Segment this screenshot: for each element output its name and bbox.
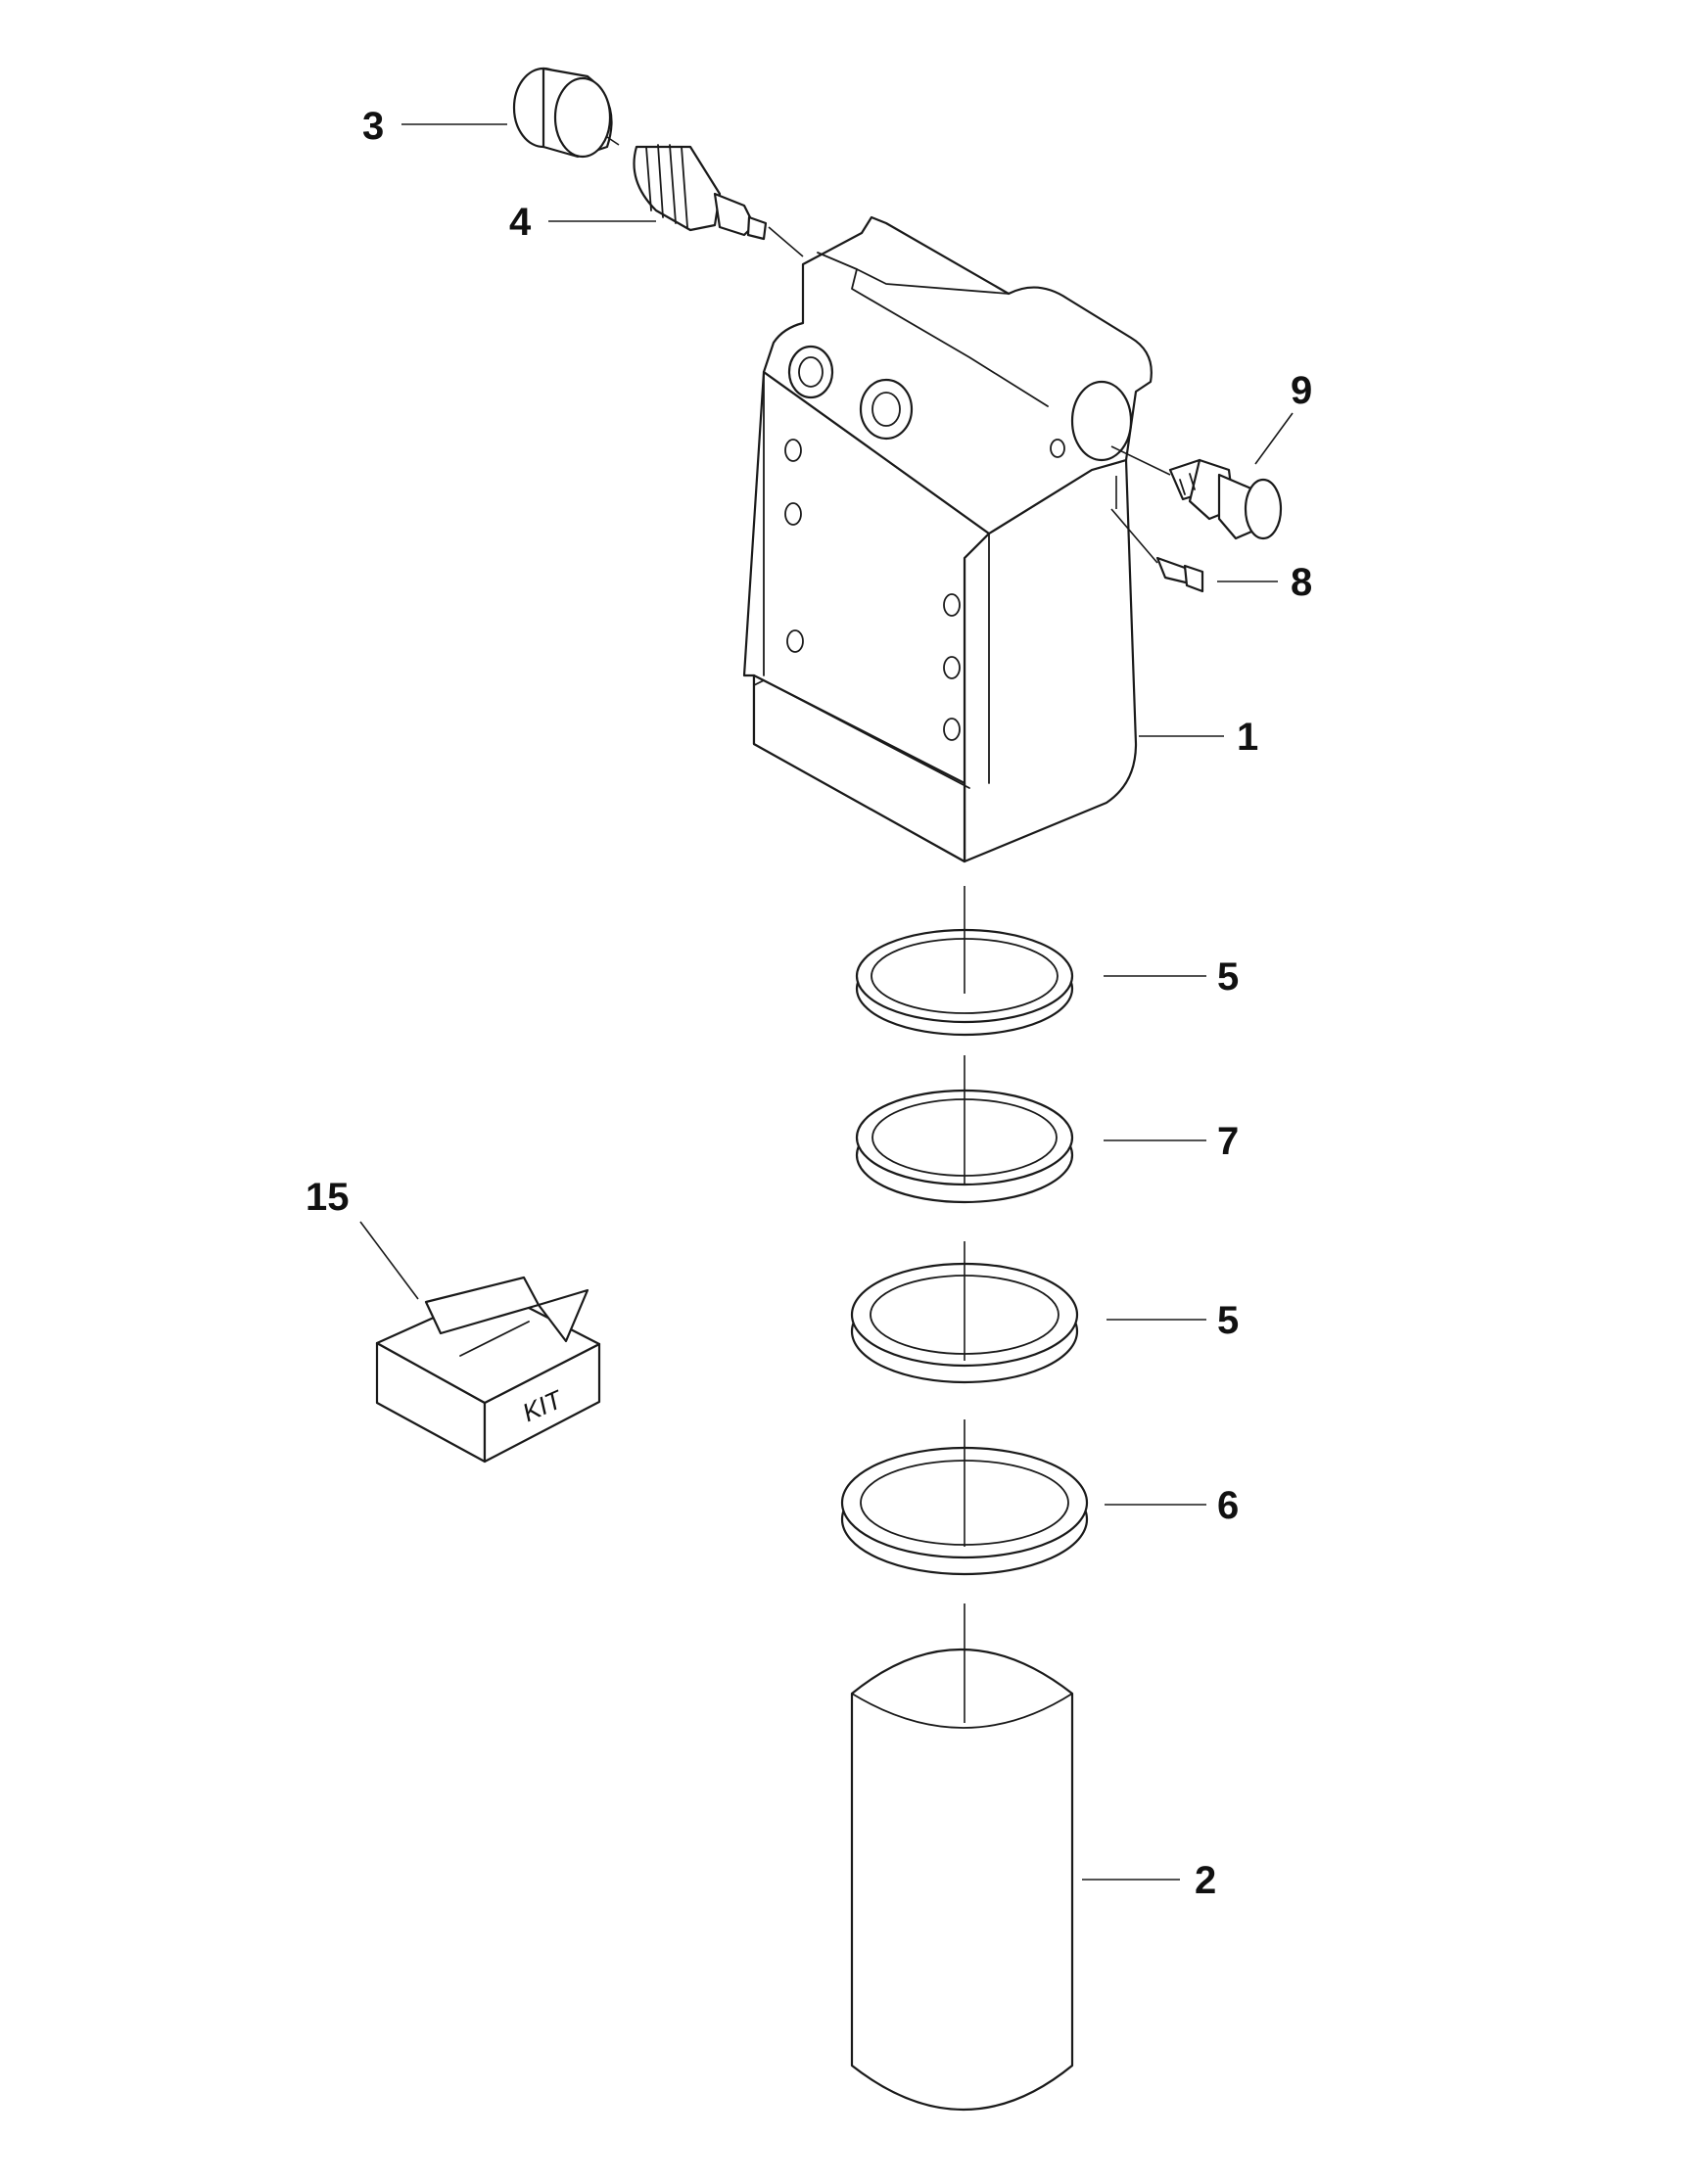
callout-9: 9 [1291,369,1312,412]
callout-7: 7 [1217,1120,1239,1163]
callout-6: 6 [1217,1484,1239,1527]
callout-1: 1 [1237,716,1258,759]
part-3-cap [512,67,613,159]
callout-3: 3 [362,105,384,148]
part-9-valve [1168,458,1283,540]
callout-2: 2 [1195,1859,1216,1902]
part-8-small-fitting [1155,556,1204,593]
callout-8: 8 [1291,561,1312,604]
callout-5-upper: 5 [1217,955,1239,999]
callout-5-lower: 5 [1217,1299,1239,1342]
part-15-kit-box: KIT [375,1276,601,1464]
callout-labels: 3 4 9 8 1 5 7 5 6 2 15 [306,105,1312,1902]
part-2-filter-cartridge [850,1649,1074,2111]
part-4-threaded-fitting [633,144,768,241]
leader-lines [359,123,1294,1881]
callout-15: 15 [306,1176,350,1219]
callout-4: 4 [509,201,532,244]
assembly-axis-lines [606,136,1171,1723]
part-1-filter-head [742,215,1153,863]
